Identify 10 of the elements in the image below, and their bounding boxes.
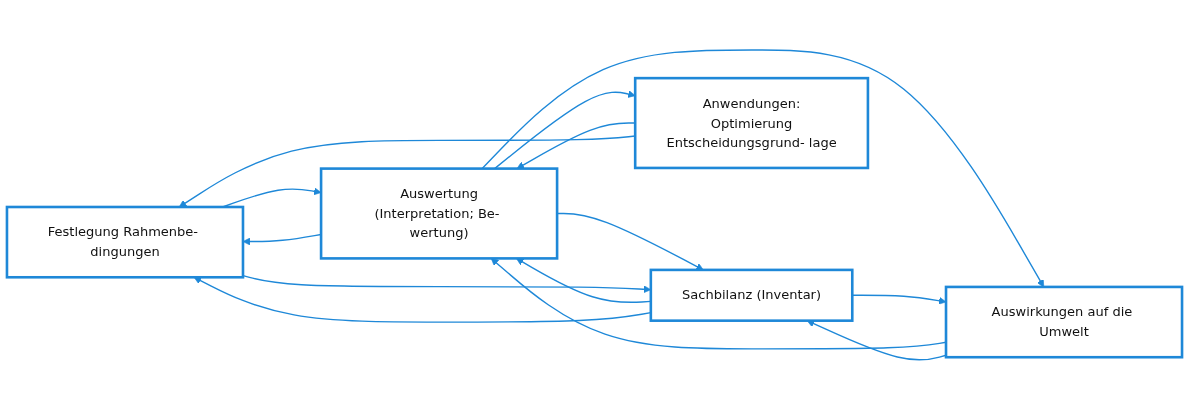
node-box: Anwendungen: Optimierung Entscheidungsgrund- lage	[633, 76, 870, 170]
arrow	[242, 233, 322, 246]
arrow	[516, 122, 636, 169]
node-box: Festlegung Rahmenbe- dingungen	[5, 205, 245, 279]
arrow	[178, 135, 636, 208]
node-box: Auswirkungen auf die Umwelt	[944, 285, 1184, 359]
node-box: Sachbilanz (Inventar)	[649, 268, 854, 322]
arrow	[806, 320, 947, 361]
node-box: Auswertung (Interpretation; Be- wertung)	[319, 167, 559, 260]
arrow	[490, 258, 947, 350]
